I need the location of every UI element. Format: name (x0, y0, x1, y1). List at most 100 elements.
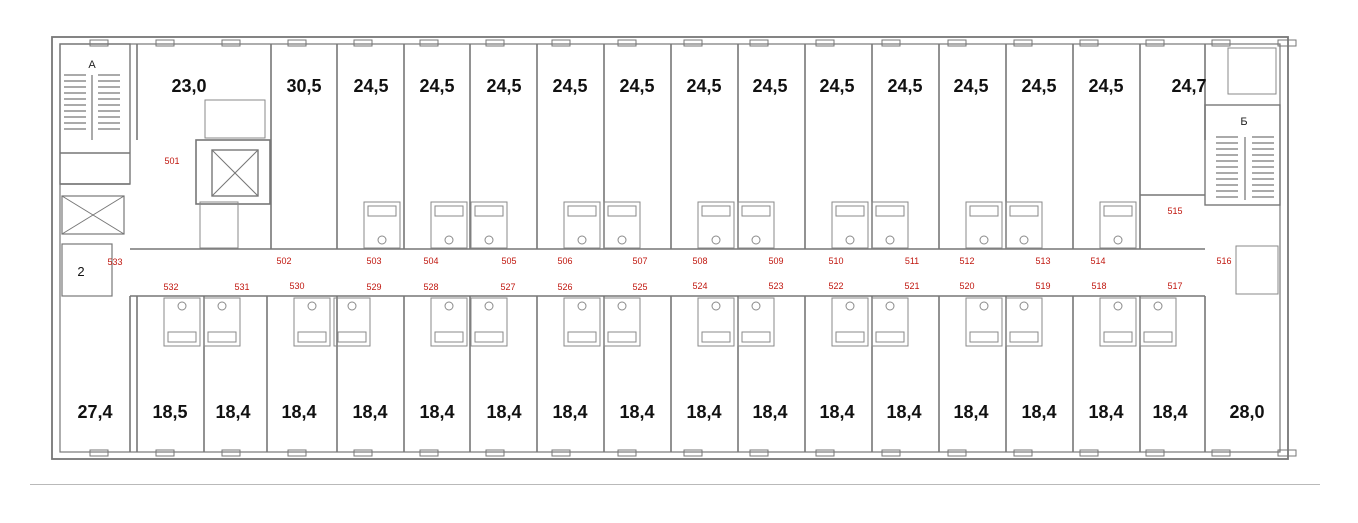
room-number-507: 507 (632, 256, 647, 266)
window-top (749, 39, 769, 47)
area-label-bottom-7: 18,4 (552, 402, 587, 422)
window-bottom (947, 449, 967, 457)
area-label-bottom-12: 18,4 (886, 402, 921, 422)
toilet (1113, 301, 1123, 311)
toilet (711, 235, 721, 245)
room-number-515: 515 (1167, 206, 1182, 216)
toilet (845, 301, 855, 311)
window-bottom (155, 449, 175, 457)
window-bottom (881, 449, 901, 457)
toilet (484, 301, 494, 311)
bath-516 (1235, 245, 1279, 295)
toilet (751, 235, 761, 245)
area-label-top-5: 24,5 (552, 76, 587, 96)
toilet (577, 235, 587, 245)
bathtub (1009, 205, 1039, 217)
toilet (751, 301, 761, 311)
toilet (577, 301, 587, 311)
area-label-bottom-4: 18,4 (352, 402, 387, 422)
area-label-bottom-15: 18,4 (1088, 402, 1123, 422)
area-label-top-10: 24,5 (887, 76, 922, 96)
bathtub (969, 331, 999, 343)
toilet (885, 235, 895, 245)
area-label-top-14: 24,7 (1171, 76, 1206, 96)
window-bottom (287, 449, 307, 457)
area-label-bottom-11: 18,4 (819, 402, 854, 422)
bathroom-unit (697, 201, 735, 249)
room-number-506: 506 (557, 256, 572, 266)
elevator-cab (211, 149, 259, 197)
area-label-bottom-14: 18,4 (1021, 402, 1056, 422)
bathroom-unit (1099, 201, 1137, 249)
elevator-shaft (195, 139, 271, 205)
bathtub (835, 331, 865, 343)
bathroom-unit (1099, 297, 1137, 347)
area-label-bottom-8: 18,4 (619, 402, 654, 422)
bathroom-unit (603, 297, 641, 347)
stair-a-label: А (88, 59, 96, 71)
area-label-top-6: 24,5 (619, 76, 654, 96)
room-number-527: 527 (500, 282, 515, 292)
bathroom-unit (470, 297, 508, 347)
area-label-top-13: 24,5 (1088, 76, 1123, 96)
window-top (353, 39, 373, 47)
bathtub (1103, 331, 1133, 343)
bathtub (1009, 331, 1039, 343)
toilet (1153, 301, 1163, 311)
window-top (1145, 39, 1165, 47)
room-number-529: 529 (366, 282, 381, 292)
room-number-509: 509 (768, 256, 783, 266)
area-label-bottom-2: 18,4 (215, 402, 250, 422)
window-top (155, 39, 175, 47)
area-label-bottom-6: 18,4 (486, 402, 521, 422)
left-shaft-x2 (61, 195, 125, 235)
area-label-top-3: 24,5 (419, 76, 454, 96)
window-bottom (1211, 449, 1231, 457)
area-label-top-1: 30,5 (286, 76, 321, 96)
window-top (485, 39, 505, 47)
area-label-bottom-17: 28,0 (1229, 402, 1264, 422)
room-number-514: 514 (1090, 256, 1105, 266)
area-label-top-4: 24,5 (486, 76, 521, 96)
room-number-508: 508 (692, 256, 707, 266)
area-label-bottom-5: 18,4 (419, 402, 454, 422)
room-number-533: 533 (107, 257, 122, 267)
right-stair-core (1204, 104, 1281, 206)
window-bottom (1145, 449, 1165, 457)
window-bottom (221, 449, 241, 457)
toilet (711, 301, 721, 311)
room-number-521: 521 (904, 281, 919, 291)
bathtub (607, 205, 637, 217)
bathtub (167, 331, 197, 343)
bathtub (297, 331, 327, 343)
bathroom-unit (831, 201, 869, 249)
room-number-512: 512 (959, 256, 974, 266)
outer-wall (51, 36, 1289, 460)
toilet (1019, 235, 1029, 245)
window-top (815, 39, 835, 47)
area-label-top-2: 24,5 (353, 76, 388, 96)
bathtub (875, 331, 905, 343)
bathroom-unit (430, 201, 468, 249)
window-bottom (485, 449, 505, 457)
window-top (1211, 39, 1231, 47)
bottom-divider-line (30, 484, 1320, 485)
bathroom-unit (563, 201, 601, 249)
left-shaft (61, 195, 125, 235)
toilet (979, 301, 989, 311)
bathroom-unit (737, 201, 775, 249)
room-number-505: 505 (501, 256, 516, 266)
window-top (221, 39, 241, 47)
bathtub (741, 331, 771, 343)
window-bottom (89, 449, 109, 457)
window-top (683, 39, 703, 47)
bathtub (875, 205, 905, 217)
room-number-524: 524 (692, 281, 707, 291)
room-number-510: 510 (828, 256, 843, 266)
bath-top-right (1227, 47, 1277, 95)
bathroom-unit (1139, 297, 1177, 347)
area-label-bottom-13: 18,4 (953, 402, 988, 422)
bathtub (207, 331, 237, 343)
bathroom-unit (871, 201, 909, 249)
area-label-top-0: 23,0 (171, 76, 206, 96)
